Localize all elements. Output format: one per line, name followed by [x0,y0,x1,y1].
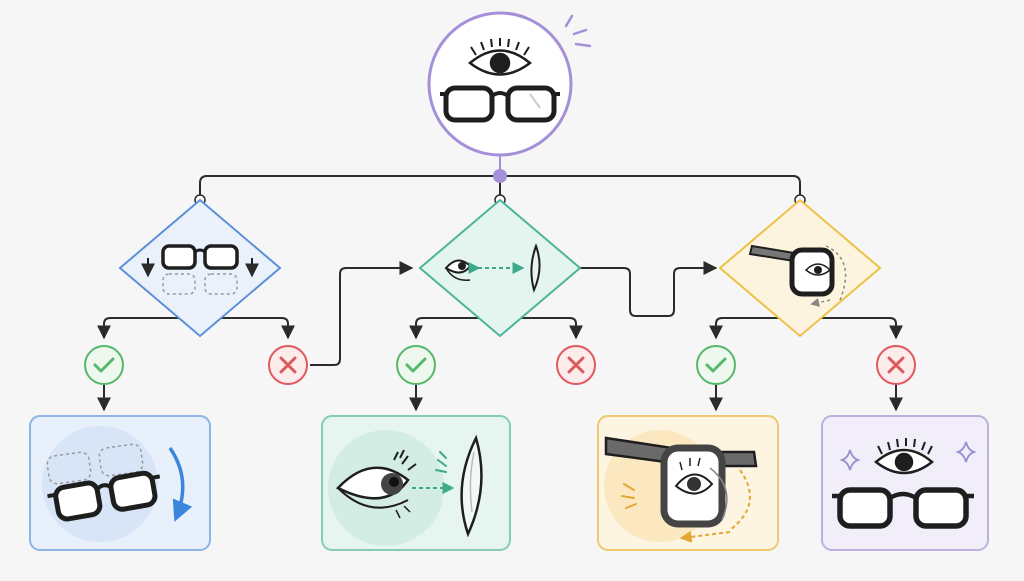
decision-diamond-distance [418,198,582,338]
no-badge [268,345,308,385]
no-badge [876,345,916,385]
eye-icon [335,449,417,519]
sparkle-icon [564,14,592,48]
eye-icon [467,38,533,76]
sparkle-icon [839,441,977,471]
yes-badge [696,345,736,385]
outcome-good-fit [821,415,989,551]
root-node [427,11,592,157]
decision-diamond-fit [718,198,882,338]
glasses-rotating-icon [46,443,193,522]
glasses-icon [832,487,974,529]
no-badge [556,345,596,385]
lens-icon [460,434,483,538]
outcome-adjust-frame [29,415,211,551]
glasses-slipping-icon [141,244,259,295]
connector-lines [97,156,903,412]
glasses-icon [440,85,560,123]
decision-diamond-slip [118,198,282,338]
junction-dot [493,169,507,183]
yes-badge [84,345,124,385]
outcome-adjust-temple [597,415,779,551]
eye-lens-icon [444,243,541,293]
temple-arm-icon [748,244,847,307]
eye-icon [874,438,934,475]
yes-badge [396,345,436,385]
temple-arm-icon [604,436,758,528]
outcome-adjust-distance [321,415,511,551]
